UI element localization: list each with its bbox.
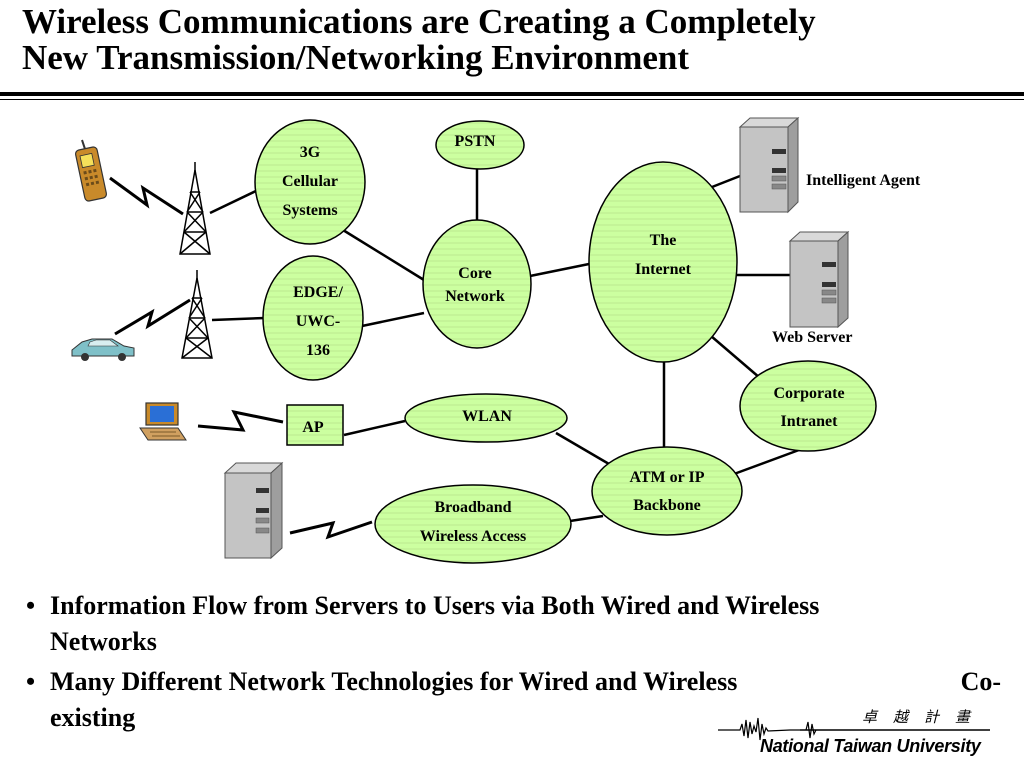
bullet2-part2: Co- [960,667,1001,696]
node-core-network [422,219,532,349]
wireless-pc-broadband [289,520,373,540]
link-tower2-edge [211,316,266,322]
bullet-item: Information Flow from Servers to Users v… [26,588,1001,660]
connection-lines [209,168,800,523]
link-internet-agent [711,174,741,189]
label-intranet-line1: Corporate [773,385,844,402]
label-pstn: PSTN [455,133,496,150]
cell-phone-icon [74,139,108,202]
bullet2-line2: existing [50,703,136,732]
label-broadband-line2: Wireless Access [420,528,527,545]
link-tower1-3g [209,188,259,215]
bullet2-part1: Many Different Network Technologies for … [50,667,738,696]
link-broadband-atm [569,514,604,523]
bullet2-line1: Many Different Network Technologies for … [50,664,1001,700]
node-pstn [435,120,525,170]
wireless-car-tower [114,298,191,336]
bullet1-line2: Networks [50,627,157,656]
bullet-list: Information Flow from Servers to Users v… [26,588,1001,740]
label-internet-line2: Internet [635,261,692,278]
laptop-icon [139,402,187,441]
slide-title-line2: New Transmission/Networking Environment [22,38,689,77]
footer-cjk-motto: 卓越計畫 [862,708,987,726]
node-3g-cellular [254,119,366,245]
label-atm-line1: ATM or IP [630,469,705,486]
label-intelligent-agent: Intelligent Agent [806,172,921,189]
car-icon [71,338,135,361]
node-ap [286,404,344,446]
antenna-tower-icon [179,162,211,255]
label-edge-line3: 136 [306,342,330,359]
footer-university-name: National Taiwan University [760,736,981,756]
label-web-server: Web Server [772,329,852,346]
link-internet-intranet [710,335,761,379]
slide-title-line1: Wireless Communications are Creating a C… [22,2,816,41]
link-ap-wlan [343,419,406,437]
label-atm-line2: Backbone [633,497,701,514]
server-icon [738,116,800,214]
link-core-internet [529,262,590,278]
label-3g-line3: Systems [282,202,337,219]
link-3g-core [342,228,425,282]
label-intranet-line2: Intranet [781,413,839,430]
label-internet-line1: The [650,232,677,249]
label-ap: AP [302,419,324,436]
node-corporate-intranet [739,360,877,452]
node-internet [588,161,738,363]
antenna-tower-icon [181,270,213,359]
link-intranet-atm [733,448,800,476]
link-wlan-atm [555,431,610,466]
label-3g-line2: Cellular [282,173,338,190]
node-edge [262,255,364,381]
bullet1-line1: Information Flow from Servers to Users v… [50,591,820,620]
bullet-item: Many Different Network Technologies for … [26,664,1001,736]
label-core-line1: Core [458,265,491,282]
wireless-links [109,176,373,540]
label-edge-line2: UWC- [296,313,340,330]
label-edge-line1: EDGE/ [293,284,343,301]
label-broadband-line1: Broadband [434,499,511,516]
server-icon [788,230,850,329]
title-rule-thin [0,99,1024,100]
node-broadband-wireless [374,484,572,564]
server-icon [223,461,284,560]
slide-title: Wireless Communications are Creating a C… [22,4,1012,76]
node-atm-backbone [591,446,743,536]
node-wlan [404,393,568,443]
label-wlan: WLAN [462,408,512,425]
link-edge-core [361,311,425,328]
wireless-phone-tower [109,176,184,216]
wireless-laptop-ap [197,409,284,432]
title-rule-thick [0,92,1024,96]
label-3g-line1: 3G [300,144,321,161]
label-core-line2: Network [445,288,505,305]
